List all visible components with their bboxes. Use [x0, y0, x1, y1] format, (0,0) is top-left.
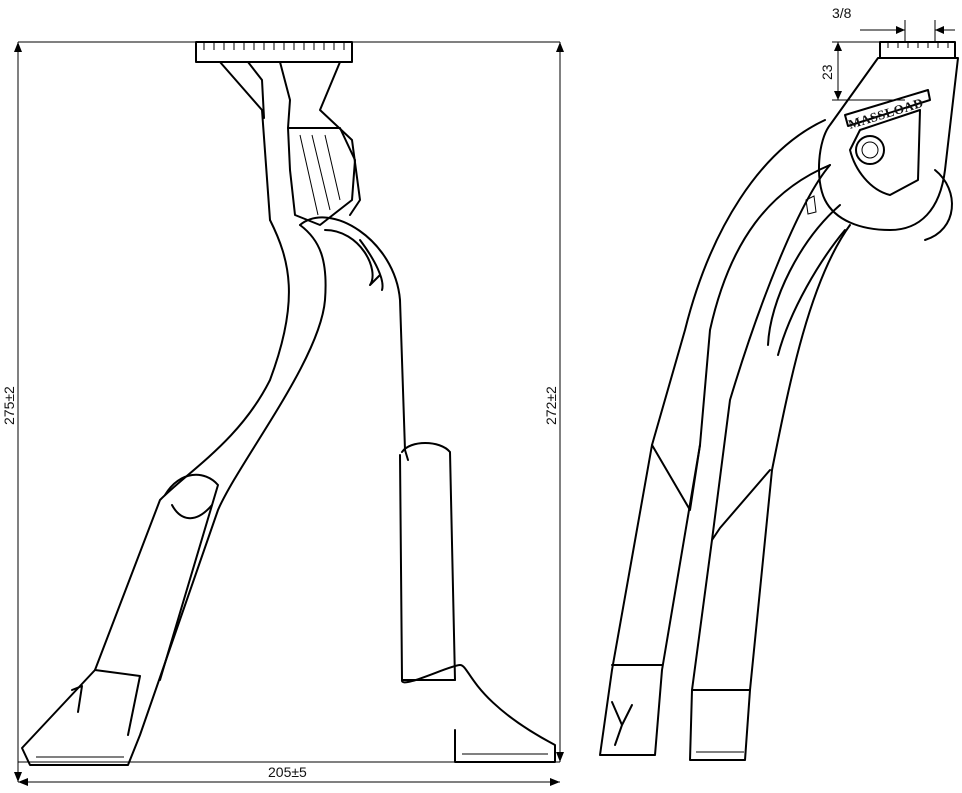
dimension-width-bottom: 205±5 [268, 764, 307, 780]
dimension-height-right: 272±2 [543, 386, 559, 425]
dimension-pedal-height: 23 [819, 64, 835, 80]
dimension-pedal-width: 3/8 [832, 5, 852, 21]
stand-side-view [599, 41, 959, 761]
dimension-lines-side [832, 20, 955, 101]
dimension-lines-front [14, 41, 564, 786]
dimension-height-left: 275±2 [1, 386, 17, 425]
stand-front-view [21, 41, 556, 766]
